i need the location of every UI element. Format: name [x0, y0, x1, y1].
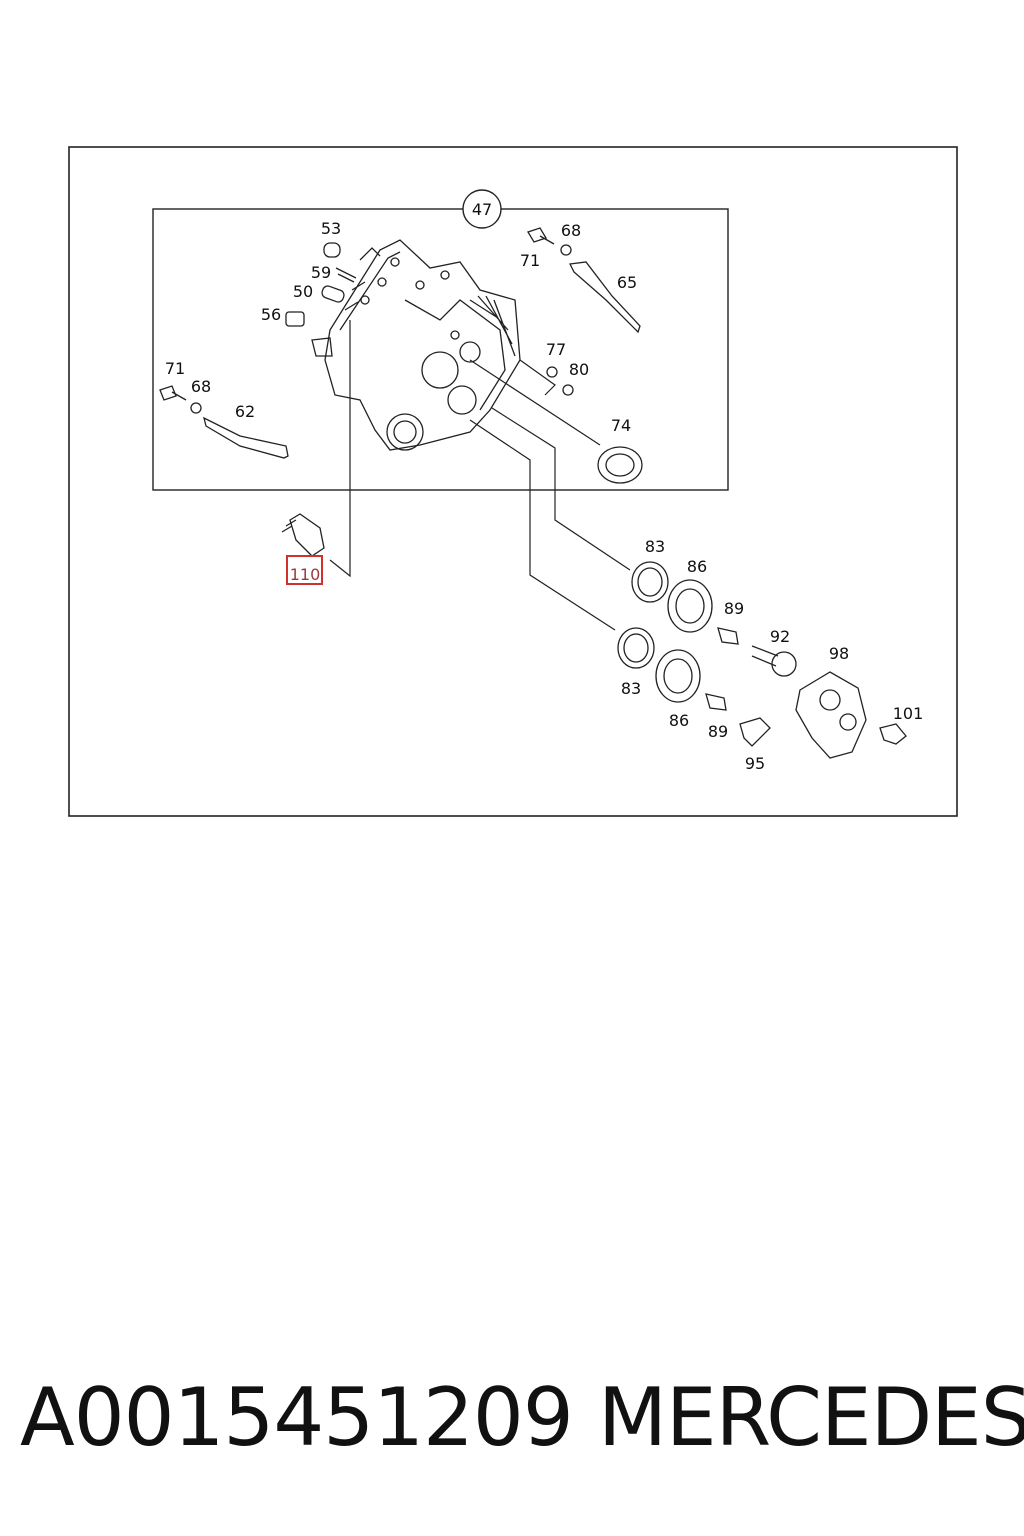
label-65: 65 — [617, 273, 637, 292]
footer: A0015451209 MERCEDES — [0, 1368, 1024, 1478]
exploded-parts-diagram: 47 — [68, 146, 958, 817]
part-number: A0015451209 — [20, 1371, 574, 1464]
part-labels: 53 59 50 56 71 68 62 71 68 65 77 80 74 8… — [165, 219, 923, 773]
label-62: 62 — [235, 402, 255, 421]
lower-parts — [617, 561, 907, 759]
label-56: 56 — [261, 305, 281, 324]
outer-frame — [68, 146, 958, 817]
label-50: 50 — [293, 282, 313, 301]
label-59: 59 — [311, 263, 331, 282]
label-98: 98 — [829, 644, 849, 663]
label-74: 74 — [611, 416, 631, 435]
label-53: 53 — [321, 219, 341, 238]
label-86-upper: 86 — [687, 557, 707, 576]
small-parts-left — [159, 242, 357, 459]
small-parts-right — [527, 227, 643, 484]
gear-housing — [311, 239, 521, 451]
label-86-lower: 86 — [669, 711, 689, 730]
label-101: 101 — [893, 704, 924, 723]
svg-text:47: 47 — [472, 200, 492, 219]
highlighted-part-label[interactable]: 110 — [286, 555, 323, 585]
assembly-callout[interactable]: 47 — [462, 189, 502, 229]
label-77: 77 — [546, 340, 566, 359]
label-95: 95 — [745, 754, 765, 773]
label-71-right: 71 — [520, 251, 540, 270]
label-68-left: 68 — [191, 377, 211, 396]
sensor-part — [281, 513, 325, 557]
label-80: 80 — [569, 360, 589, 379]
leader-lines — [329, 320, 631, 631]
assembly-frame — [152, 208, 729, 491]
brand-name: MERCEDES — [598, 1371, 1024, 1464]
label-89-upper: 89 — [724, 599, 744, 618]
label-89-lower: 89 — [708, 722, 728, 741]
label-71-left: 71 — [165, 359, 185, 378]
label-83-upper: 83 — [645, 537, 665, 556]
label-68-right: 68 — [561, 221, 581, 240]
label-83-lower: 83 — [621, 679, 641, 698]
svg-text:110: 110 — [290, 565, 321, 584]
label-92: 92 — [770, 627, 790, 646]
